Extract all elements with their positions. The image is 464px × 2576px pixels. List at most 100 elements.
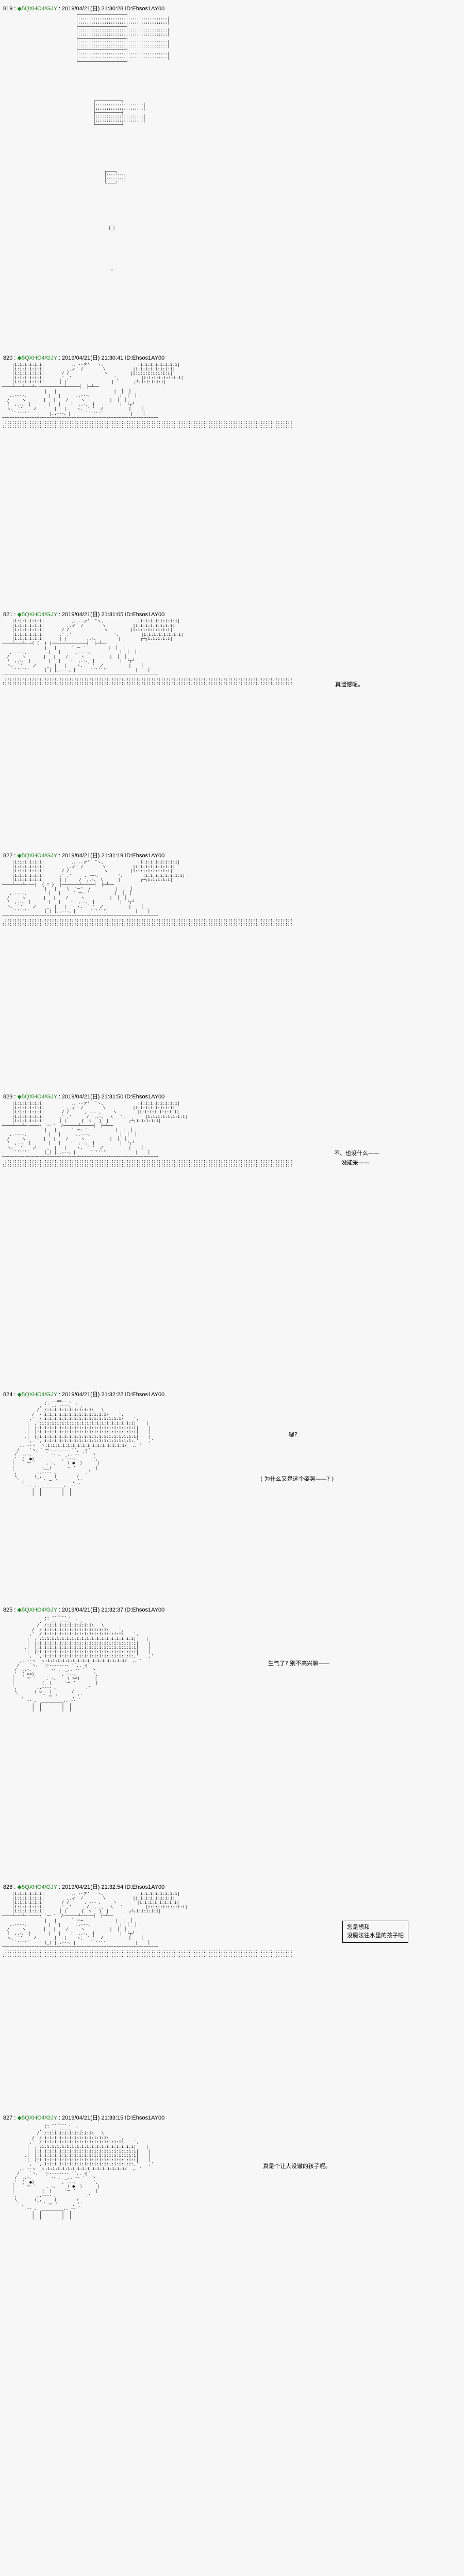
post-header: 819 : ◆5QXHO4/GJY : 2019/04/21(日) 21:30:… — [0, 4, 464, 13]
post-header: 822 : ◆5QXHO4/GJY : 2019/04/21(日) 21:31:… — [0, 851, 464, 860]
dialogue-line: 真遗憾呢。 — [335, 681, 363, 688]
post-body: |i:i:i:i:i:i| ,、-‐ァ'´ ̄`ヽ、 |i:i:i:i:i:i:… — [0, 1101, 464, 1390]
poster-id: ID:Ehsos1AY00 — [125, 853, 165, 859]
post: 821 : ◆5QXHO4/GJY : 2019/04/21(日) 21:31:… — [0, 610, 464, 851]
post-body: |i:i:i:i:i:i| ,、-‐ァ'´ ̄`ヽ、 |i:i:i:i:i:i:… — [0, 363, 464, 610]
post-number[interactable]: 819 — [3, 6, 13, 12]
post-timestamp: 2019/04/21(日) 21:32:22 — [62, 1392, 124, 1398]
poster-id: ID:Ehsos1AY00 — [125, 2115, 165, 2121]
author-tripcode[interactable]: ◆5QXHO4/GJY — [17, 1607, 57, 1613]
author-tripcode[interactable]: ◆5QXHO4/GJY — [17, 6, 57, 12]
dialogue-line: 嗯? — [289, 1431, 297, 1438]
header-separator: : — [12, 6, 18, 12]
post-body: |i:i:i:i:i:i| ,、-‐ァ'´ ̄`ヽ、 |i:i:i:i:i:i:… — [0, 619, 464, 851]
post-header: 821 : ◆5QXHO4/GJY : 2019/04/21(日) 21:31:… — [0, 610, 464, 619]
poster-id: ID:Ehsos1AY00 — [125, 1094, 165, 1100]
header-separator: : — [57, 1392, 62, 1398]
dialogue-line: ( 为什么又是这个姿势——? ) — [260, 1476, 334, 1482]
header-separator: : — [57, 1884, 62, 1890]
callout-box: 您是想和 没魔法往水里的孩子吧 — [342, 1921, 408, 1943]
poster-id: ID:Ehsos1AY00 — [125, 355, 165, 361]
post-timestamp: 2019/04/21(日) 21:32:37 — [62, 1607, 124, 1613]
header-separator: : — [57, 1094, 62, 1100]
post: 823 : ◆5QXHO4/GJY : 2019/04/21(日) 21:31:… — [0, 1092, 464, 1390]
ascii-art: |i:i:i:i:i:i| ,、-‐ァ'´ ̄`ヽ、 |i:i:i:i:i:i:… — [2, 619, 293, 686]
poster-id: ID:Ehsos1AY00 — [125, 6, 165, 12]
header-separator: : — [12, 1884, 18, 1890]
ascii-art: ,. -‐==‐- 、 , '´ ,. -‐‐-、 ` 、 / /:i:i:i:… — [12, 2123, 154, 2220]
author-tripcode[interactable]: ◆5QXHO4/GJY — [17, 853, 57, 859]
dialogue-line: 真是个让人没辙的孩子呢。 — [263, 2163, 331, 2170]
author-tripcode[interactable]: ◆5QXHO4/GJY — [17, 355, 57, 361]
poster-id: ID:Ehsos1AY00 — [125, 612, 165, 618]
header-separator: : — [12, 1392, 18, 1398]
post-header: 826 : ◆5QXHO4/GJY : 2019/04/21(日) 21:32:… — [0, 1883, 464, 1892]
post-number[interactable]: 824 — [3, 1392, 13, 1398]
author-tripcode[interactable]: ◆5QXHO4/GJY — [17, 1884, 57, 1890]
post-header: 820 : ◆5QXHO4/GJY : 2019/04/21(日) 21:30:… — [0, 353, 464, 363]
post: 820 : ◆5QXHO4/GJY : 2019/04/21(日) 21:30:… — [0, 353, 464, 610]
post: 827 : ◆5QXHO4/GJY : 2019/04/21(日) 21:33:… — [0, 2113, 464, 2344]
header-separator: : — [12, 853, 18, 859]
header-separator: : — [57, 853, 62, 859]
poster-id: ID:Ehsos1AY00 — [125, 1884, 165, 1890]
poster-id: ID:Ehsos1AY00 — [125, 1392, 165, 1398]
ascii-art: ,. -‐==‐- 、 , '´ ,. -‐‐-、 ` 、 / /:i:i:i:… — [12, 1615, 154, 1712]
header-separator: : — [57, 612, 62, 618]
post-number[interactable]: 825 — [3, 1607, 13, 1613]
header-separator: : — [57, 1607, 62, 1613]
post-body: |i:i:i:i:i:i| ,、-‐ァ'´ ̄`ヽ、 |i:i:i:i:i:i:… — [0, 1892, 464, 2113]
post: 819 : ◆5QXHO4/GJY : 2019/04/21(日) 21:30:… — [0, 4, 464, 353]
post-body: |i:i:i:i:i:i| ,、-‐ァ'´ ̄`ヽ、 |i:i:i:i:i:i:… — [0, 860, 464, 1092]
post-timestamp: 2019/04/21(日) 21:32:54 — [62, 1884, 124, 1890]
post-number[interactable]: 822 — [3, 853, 13, 859]
ascii-art: |i:i:i:i:i:i| ,、-‐ァ'´ ̄`ヽ、 |i:i:i:i:i:i:… — [2, 363, 293, 429]
dialogue-line: 没能采—— — [341, 1159, 370, 1166]
ascii-art: |i:i:i:i:i:i| ,、-‐ァ'´ ̄`ヽ、 |i:i:i:i:i:i:… — [2, 1101, 293, 1168]
post-timestamp: 2019/04/21(日) 21:31:19 — [62, 853, 124, 859]
header-separator: : — [57, 2115, 62, 2121]
post-timestamp: 2019/04/21(日) 21:30:28 — [62, 6, 124, 12]
post: 825 : ◆5QXHO4/GJY : 2019/04/21(日) 21:32:… — [0, 1605, 464, 1883]
thread-page: 819 : ◆5QXHO4/GJY : 2019/04/21(日) 21:30:… — [0, 4, 464, 2344]
post: 824 : ◆5QXHO4/GJY : 2019/04/21(日) 21:32:… — [0, 1390, 464, 1605]
ascii-art: |i:i:i:i:i:i| ,、-‐ァ'´ ̄`ヽ、 |i:i:i:i:i:i:… — [2, 860, 293, 927]
author-tripcode[interactable]: ◆5QXHO4/GJY — [17, 1392, 57, 1398]
ascii-art: ,. -‐==‐- 、 , '´ ,. -‐‐-、 ` 、 / /:i:i:i:… — [12, 1399, 154, 1497]
ascii-art: |i:i:i:i:i:i| ,、-‐ァ'´ ̄`ヽ、 |i:i:i:i:i:i:… — [2, 1892, 293, 1958]
post-number[interactable]: 826 — [3, 1884, 13, 1890]
header-separator: : — [12, 2115, 18, 2121]
post-body: ┌──────────────────────┐ │::::::::::::::… — [0, 13, 464, 353]
header-separator: : — [12, 612, 18, 618]
header-separator: : — [57, 355, 62, 361]
author-tripcode[interactable]: ◆5QXHO4/GJY — [17, 2115, 57, 2121]
author-tripcode[interactable]: ◆5QXHO4/GJY — [17, 612, 57, 618]
dialogue-line: 不、也没什么—— — [334, 1150, 379, 1157]
post-number[interactable]: 821 — [3, 612, 13, 618]
post-header: 827 : ◆5QXHO4/GJY : 2019/04/21(日) 21:33:… — [0, 2113, 464, 2123]
header-separator: : — [12, 355, 18, 361]
header-separator: : — [12, 1607, 18, 1613]
post-header: 824 : ◆5QXHO4/GJY : 2019/04/21(日) 21:32:… — [0, 1390, 464, 1399]
author-tripcode[interactable]: ◆5QXHO4/GJY — [17, 1094, 57, 1100]
post-list: 819 : ◆5QXHO4/GJY : 2019/04/21(日) 21:30:… — [0, 4, 464, 2344]
post-body: ,. -‐==‐- 、 , '´ ,. -‐‐-、 ` 、 / /:i:i:i:… — [0, 1399, 464, 1605]
post-number[interactable]: 823 — [3, 1094, 13, 1100]
post-body: ,. -‐==‐- 、 , '´ ,. -‐‐-、 ` 、 / /:i:i:i:… — [0, 1615, 464, 1883]
poster-id: ID:Ehsos1AY00 — [125, 1607, 165, 1613]
post-timestamp: 2019/04/21(日) 21:30:41 — [62, 355, 124, 361]
post-timestamp: 2019/04/21(日) 21:33:15 — [62, 2115, 124, 2121]
post-timestamp: 2019/04/21(日) 21:31:50 — [62, 1094, 124, 1100]
post-number[interactable]: 820 — [3, 355, 13, 361]
header-separator: : — [57, 6, 62, 12]
dialogue-line: 生气了? 别不高兴嘛—— — [268, 1660, 330, 1667]
post-timestamp: 2019/04/21(日) 21:31:05 — [62, 612, 124, 618]
post-number[interactable]: 827 — [3, 2115, 13, 2121]
header-separator: : — [12, 1094, 18, 1100]
ascii-art: ┌──────────────────────┐ │::::::::::::::… — [76, 13, 170, 272]
post-body: ,. -‐==‐- 、 , '´ ,. -‐‐-、 ` 、 / /:i:i:i:… — [0, 2123, 464, 2344]
post-header: 825 : ◆5QXHO4/GJY : 2019/04/21(日) 21:32:… — [0, 1605, 464, 1615]
post: 822 : ◆5QXHO4/GJY : 2019/04/21(日) 21:31:… — [0, 851, 464, 1092]
post: 826 : ◆5QXHO4/GJY : 2019/04/21(日) 21:32:… — [0, 1883, 464, 2113]
post-header: 823 : ◆5QXHO4/GJY : 2019/04/21(日) 21:31:… — [0, 1092, 464, 1101]
